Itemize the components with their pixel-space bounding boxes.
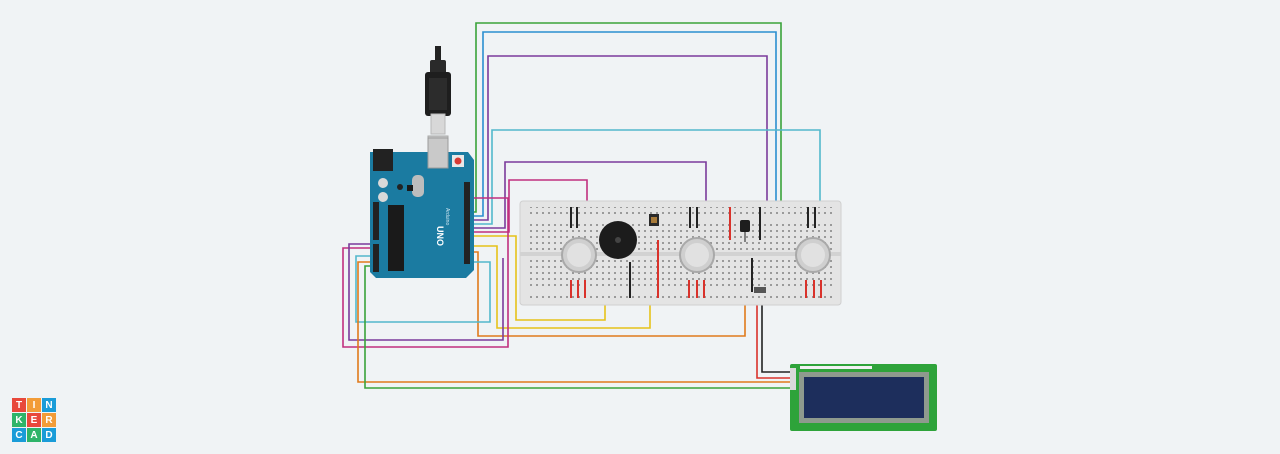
wire-green-top[interactable] [472,22,782,238]
wire-purple-top[interactable] [472,55,768,258]
bb-leads [570,207,822,298]
wire-cyan-bottom[interactable] [355,255,491,323]
photoresistor[interactable] [649,214,659,226]
logo-letter: T [12,398,26,412]
logo-letter: E [27,413,41,427]
logo-letter: D [42,428,56,442]
wire-blue-top[interactable] [472,31,777,246]
analog-header [373,244,379,272]
wire-red-lcd[interactable] [756,292,790,379]
board-label: Arduino [444,208,450,225]
wire-purple-mid[interactable] [472,161,707,229]
junction-mark [754,287,766,293]
gas-sensor-3[interactable] [795,237,831,273]
logo-letter: K [12,413,26,427]
piezo-buzzer[interactable] [599,221,637,259]
wire-orange-lcd[interactable] [357,261,790,383]
wire-cyan-top[interactable] [472,129,821,225]
board-brand: UNO [435,226,445,246]
logo-letter: R [42,413,56,427]
wires [342,22,821,389]
wire-magenta-top[interactable] [472,179,588,233]
gas-sensor-1[interactable] [561,237,597,273]
atmega-chip [388,205,404,271]
wire-black-lcd[interactable] [761,292,790,373]
arduino-uno[interactable]: UNO Arduino [370,137,474,278]
logo-letter: A [27,428,41,442]
temperature-sensor[interactable] [740,220,750,242]
logo-letter: I [27,398,41,412]
digital-header [464,182,470,264]
power-header [373,202,379,240]
lcd-16x2[interactable] [790,364,937,431]
gas-sensor-2[interactable] [679,237,715,273]
logo-letter: N [42,398,56,412]
wire-purple-left[interactable] [348,243,504,341]
logo-letter: C [12,428,26,442]
lcd-screen [804,377,924,418]
reset-button[interactable] [454,157,462,165]
